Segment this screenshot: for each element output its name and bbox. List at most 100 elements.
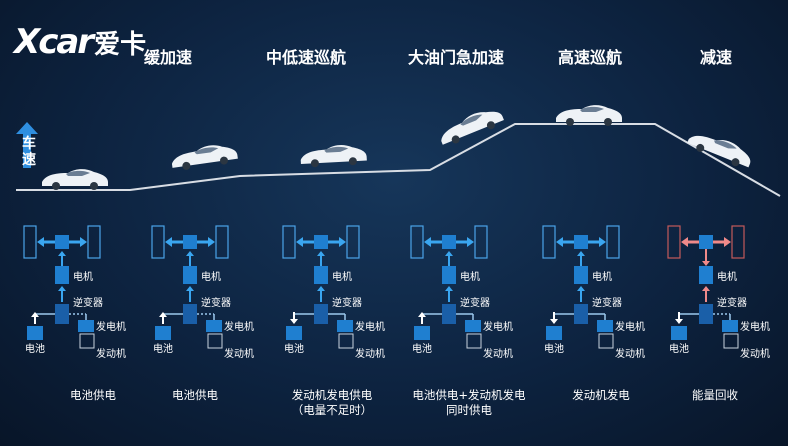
caption-4-line-2: 同时供电 <box>446 403 492 417</box>
caption-1: 电池供电 <box>28 388 158 403</box>
battery-box <box>27 326 43 340</box>
battery-box <box>671 326 687 340</box>
axle-right-arrow <box>208 237 215 247</box>
battery-label: 电池 <box>25 342 45 355</box>
inverter-label: 逆变器 <box>201 296 231 309</box>
engine-label: 发动机 <box>224 347 254 360</box>
axle-right-arrow <box>80 237 87 247</box>
inverter-flow-arrow-head <box>186 286 194 291</box>
inverter-flow-arrow-head <box>702 286 710 291</box>
battery-flow-arrow-head <box>418 312 426 317</box>
inverter-label: 逆变器 <box>592 296 622 309</box>
engine-label: 发动机 <box>355 347 385 360</box>
right-wheel-icon <box>215 225 229 259</box>
battery-label: 电池 <box>284 342 304 355</box>
motor-flow-arrow-head <box>186 251 194 256</box>
battery-label: 电池 <box>669 342 689 355</box>
engine-box <box>338 333 354 349</box>
inverter-box <box>183 304 197 324</box>
generator-box <box>78 320 94 332</box>
battery-flow-arrow-head <box>290 319 298 324</box>
left-wheel-icon <box>23 225 37 259</box>
engine-box <box>207 333 223 349</box>
left-wheel-icon <box>667 225 681 259</box>
differential-box <box>574 235 588 249</box>
inverter-box <box>574 304 588 324</box>
differential-box <box>314 235 328 249</box>
speed-arrow-icon <box>16 122 38 168</box>
battery-flow-arrow-head <box>550 319 558 324</box>
battery-box <box>546 326 562 340</box>
axle-left-arrow <box>296 237 303 247</box>
caption-2: 电池供电 <box>130 388 260 403</box>
axle-right-arrow <box>724 237 731 247</box>
motor-box <box>574 266 588 284</box>
generator-box <box>597 320 613 332</box>
motor-label: 电机 <box>460 270 480 283</box>
generator-label: 发电机 <box>615 320 645 333</box>
right-wheel-icon <box>731 225 745 259</box>
battery-flow-arrow-head <box>31 312 39 317</box>
battery-flow-arrow-head <box>159 312 167 317</box>
logo-chinese: 爱卡 <box>94 29 147 60</box>
left-wheel-icon <box>151 225 165 259</box>
generator-box <box>337 320 353 332</box>
battery-label: 电池 <box>412 342 432 355</box>
caption-6-line-1: 能量回收 <box>692 388 738 402</box>
engine-label: 发动机 <box>615 347 645 360</box>
battery-flow-arrow-head <box>675 319 683 324</box>
engine-box <box>723 333 739 349</box>
axle-left-arrow <box>165 237 172 247</box>
motor-flow-arrow-head <box>317 251 325 256</box>
engine-box <box>79 333 95 349</box>
inverter-box <box>55 304 69 324</box>
battery-box <box>155 326 171 340</box>
engine-label: 发动机 <box>96 347 126 360</box>
caption-3-line-2: （电量不足时） <box>291 403 373 417</box>
generator-box <box>722 320 738 332</box>
caption-4-line-1: 电池供电+发动机发电 <box>412 388 526 402</box>
xcar-logo: Xcar 爱卡 <box>14 22 146 62</box>
caption-1-line-1: 电池供电 <box>70 388 116 402</box>
caption-6: 能量回收 <box>650 388 780 403</box>
axle-left-arrow <box>424 237 431 247</box>
motor-flow-arrow-head <box>445 251 453 256</box>
engine-label: 发动机 <box>740 347 770 360</box>
inverter-box <box>699 304 713 324</box>
motor-label: 电机 <box>717 270 737 283</box>
inverter-flow-arrow-head <box>317 286 325 291</box>
differential-box <box>442 235 456 249</box>
differential-box <box>183 235 197 249</box>
axle-left-arrow <box>37 237 44 247</box>
motor-flow-arrow-head <box>702 261 710 266</box>
right-wheel-icon <box>87 225 101 259</box>
stage-title-low-speed-cruise: 中低速巡航 <box>265 48 346 67</box>
inverter-label: 逆变器 <box>717 296 747 309</box>
road-line <box>16 123 781 197</box>
generator-box <box>206 320 222 332</box>
left-wheel-icon <box>542 225 556 259</box>
stage-title-hard-acceleration: 大油门急加速 <box>407 48 504 67</box>
engine-label: 发动机 <box>483 347 513 360</box>
inverter-flow-arrow-head <box>577 286 585 291</box>
motor-label: 电机 <box>332 270 352 283</box>
right-wheel-icon <box>346 225 360 259</box>
generator-label: 发电机 <box>224 320 254 333</box>
right-wheel-icon <box>474 225 488 259</box>
battery-box <box>286 326 302 340</box>
motor-box <box>442 266 456 284</box>
axle-left-arrow <box>681 237 688 247</box>
inverter-label: 逆变器 <box>460 296 490 309</box>
left-wheel-icon <box>282 225 296 259</box>
caption-4: 电池供电+发动机发电 同时供电 <box>404 388 534 418</box>
generator-label: 发电机 <box>355 320 385 333</box>
motor-box <box>699 266 713 284</box>
